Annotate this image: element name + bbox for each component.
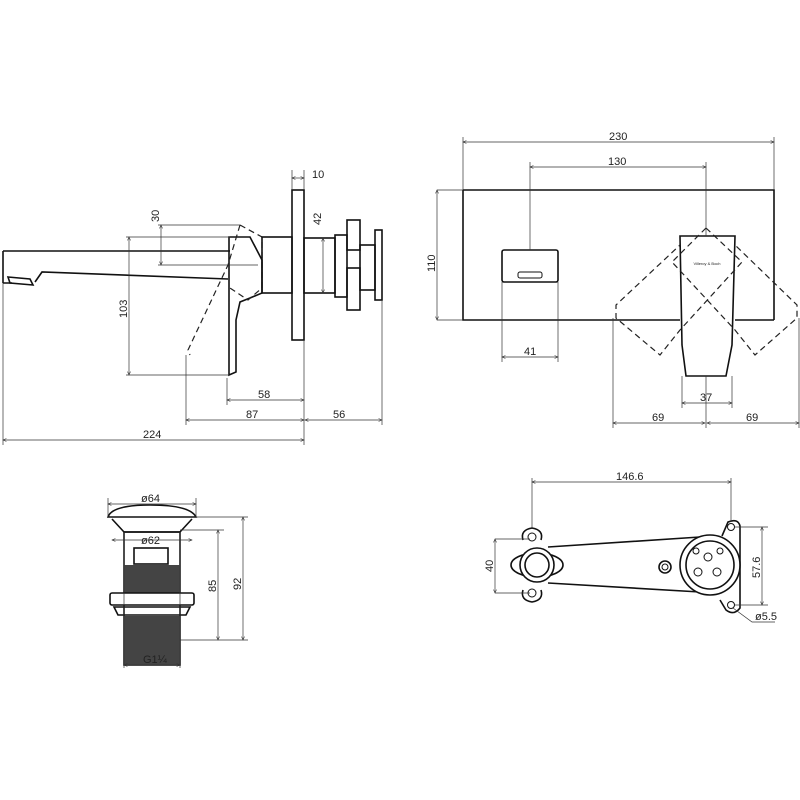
dim-diverter-width: 41 xyxy=(524,346,536,358)
dim-spout-length: 224 xyxy=(143,429,161,441)
dim-centre-distance: 130 xyxy=(608,156,626,168)
dim-swing-left: 69 xyxy=(652,412,664,424)
dim-cap-diameter: ø64 xyxy=(141,493,160,505)
dim-body-diameter: 42 xyxy=(312,213,324,225)
front-view: Villeroy & Boch 230 130 110 41 37 69 69 xyxy=(426,131,799,428)
dim-thread: G1¼ xyxy=(143,654,168,666)
dim-left-height: 40 xyxy=(484,560,496,572)
dim-lever-offset: 30 xyxy=(150,210,162,222)
brand-logo: Villeroy & Boch xyxy=(693,261,720,266)
bracket-view: 146.6 40 57.6 ø5.5 xyxy=(484,471,777,623)
dim-hole-diameter: ø5.5 xyxy=(755,611,777,623)
waste-view: ø64 ø62 85 92 G1¼ xyxy=(106,493,248,668)
dim-plate-thickness: 10 xyxy=(312,169,324,181)
dim-height-inner: 85 xyxy=(207,580,219,592)
dim-lever-width: 37 xyxy=(700,392,712,404)
dim-plate-width: 230 xyxy=(609,131,627,143)
dim-plate-height: 110 xyxy=(426,254,438,272)
dim-hole-spacing: 57.6 xyxy=(751,557,763,578)
dim-bracket-length: 146.6 xyxy=(616,471,644,483)
dim-lever-depth: 58 xyxy=(258,389,270,401)
dim-swing-right: 69 xyxy=(746,412,758,424)
side-view: 10 30 103 42 58 87 56 224 xyxy=(2,169,383,445)
dim-height-total: 92 xyxy=(232,578,244,590)
dim-body-diameter: ø62 xyxy=(141,535,160,547)
dim-lever-reach: 87 xyxy=(246,409,258,421)
dim-wall-depth: 56 xyxy=(333,409,345,421)
dim-lever-height: 103 xyxy=(118,300,130,318)
